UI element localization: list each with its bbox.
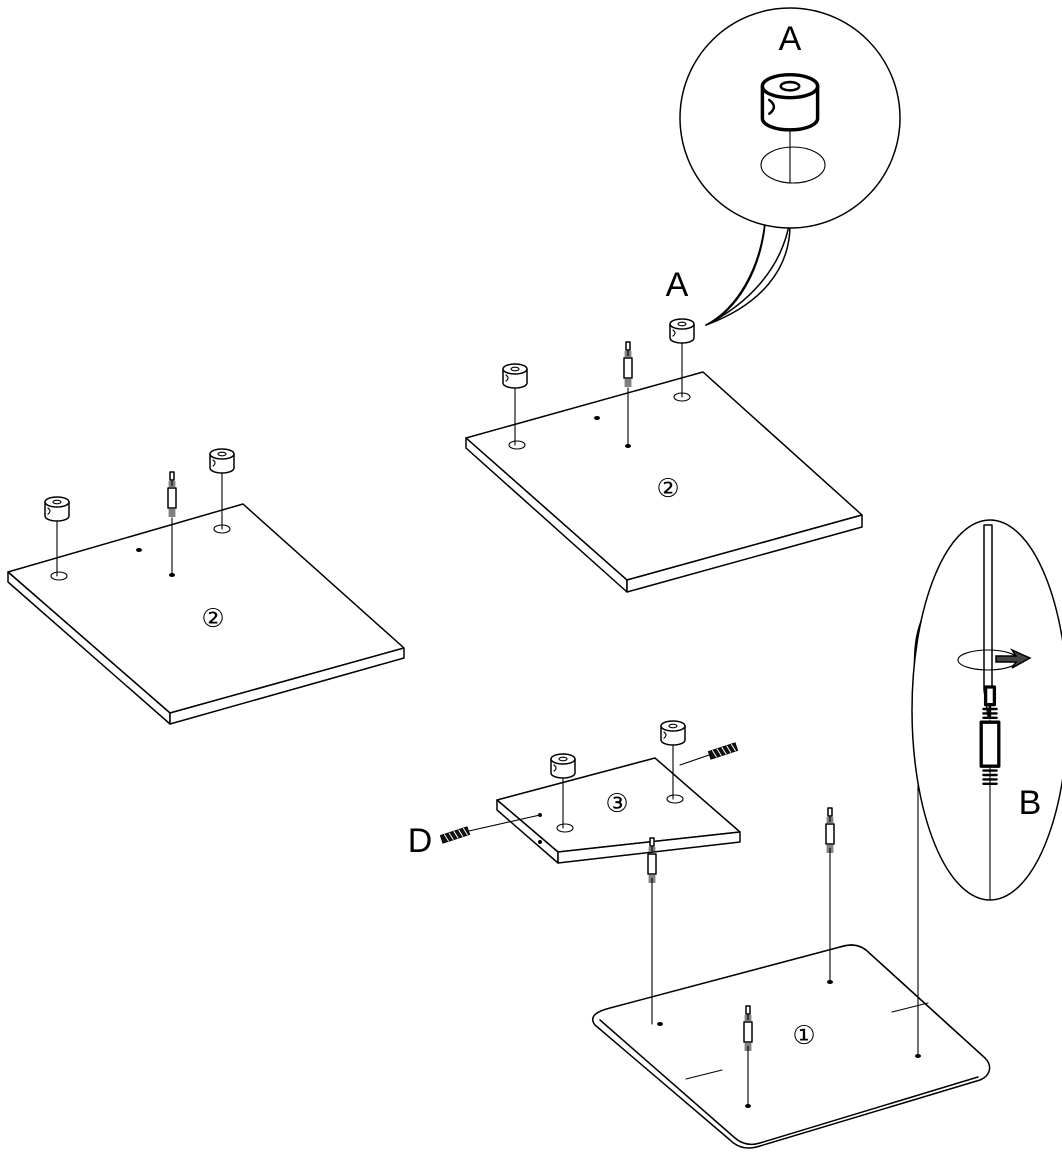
panel-number-one: ①: [792, 1021, 815, 1051]
panel-number-right: ②: [656, 474, 679, 504]
label-b-zoom: B: [1019, 784, 1042, 822]
label-a-part: A: [666, 266, 689, 304]
right-board: [465, 318, 863, 593]
panel-number-left: ②: [201, 604, 224, 634]
zoom-callout-a: [679, 7, 901, 326]
small-board: [439, 720, 741, 864]
label-a-zoom: A: [779, 20, 802, 58]
base-panel: [591, 681, 991, 1149]
left-board: [7, 448, 405, 725]
panel-number-three: ③: [605, 789, 628, 819]
zoom-callout-b: [911, 519, 1062, 901]
label-d-part: D: [408, 822, 433, 860]
